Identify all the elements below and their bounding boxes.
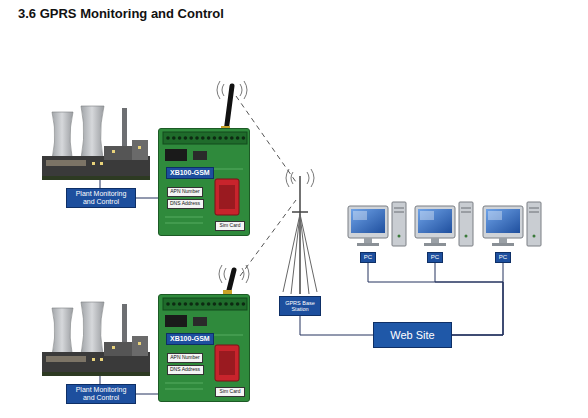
- terminal-pin: [201, 136, 205, 140]
- tower-mast: [299, 176, 301, 294]
- radio-waves: [217, 81, 247, 99]
- computer: [415, 202, 473, 246]
- computer: [483, 202, 541, 246]
- pc-label: PC: [360, 252, 376, 263]
- terminal-pin: [230, 302, 234, 306]
- terminal-pin: [236, 302, 240, 306]
- terminal-pin: [207, 136, 211, 140]
- chip: [193, 317, 207, 326]
- sim-slot: [219, 185, 235, 209]
- terminal-block: [163, 298, 247, 310]
- pc-label: PC: [495, 252, 511, 263]
- sim-slot: [219, 351, 235, 375]
- board-label: Sim Card: [215, 387, 245, 397]
- computer: [348, 202, 406, 246]
- node-text: XB100-GSM: [166, 167, 214, 179]
- terminal-pin: [224, 136, 228, 140]
- terminal-pin: [166, 136, 170, 140]
- terminal-pin: [172, 302, 176, 306]
- node-text: GPRS Base Station: [282, 300, 318, 312]
- terminal-pin: [224, 302, 228, 306]
- radio-waves: [286, 169, 314, 187]
- node-text: XB100-GSM: [166, 333, 214, 345]
- node-text: DNS Address: [170, 201, 200, 207]
- board-label: Sim Card: [215, 221, 245, 231]
- terminal-pin: [242, 302, 246, 306]
- terminal-pin: [184, 136, 188, 140]
- terminal-pin: [195, 136, 199, 140]
- terminal-pin: [184, 302, 188, 306]
- wire: [100, 376, 101, 384]
- power-plant: [42, 106, 150, 180]
- node-text: PC: [364, 254, 372, 261]
- terminal-pin: [166, 302, 170, 306]
- node-text: APN Number: [170, 189, 199, 195]
- terminal-pin: [213, 302, 217, 306]
- terminal-block: [163, 132, 247, 144]
- connector: [136, 198, 158, 199]
- antenna: [226, 86, 232, 132]
- terminal-pin: [236, 136, 240, 140]
- wire: [100, 180, 101, 188]
- terminal-pin: [189, 136, 193, 140]
- node-text: Sim Card: [220, 389, 241, 395]
- chip: [165, 315, 187, 327]
- connector: [300, 316, 373, 335]
- node-text: Sim Card: [220, 223, 241, 229]
- terminal-pin: [242, 136, 246, 140]
- diagram-title: 3.6 GPRS Monitoring and Control: [18, 6, 224, 21]
- terminal-pin: [201, 302, 205, 306]
- base-station-box: GPRS Base Station: [279, 296, 321, 316]
- terminal-pin: [213, 136, 217, 140]
- terminal-pin: [230, 136, 234, 140]
- board-label: APN Number: [167, 187, 203, 197]
- terminal-pin: [218, 302, 222, 306]
- chip: [165, 149, 187, 161]
- sim-holder: [215, 179, 239, 215]
- web-site-box: Web Site: [373, 322, 452, 348]
- plant-control-box: Plant Monitoring and Control: [66, 384, 136, 404]
- board-label: APN Number: [167, 353, 203, 363]
- gsm-board: XB100-GSM APN NumberDNS AddressSim Card: [158, 294, 250, 402]
- chip: [193, 151, 207, 160]
- terminal-pin: [195, 302, 199, 306]
- board-label: DNS Address: [167, 199, 204, 209]
- connector: [452, 263, 503, 336]
- node-text: DNS Address: [170, 367, 200, 373]
- node-text: PC: [499, 254, 507, 261]
- node-text: Web Site: [390, 329, 434, 341]
- radio-waves: [219, 265, 249, 283]
- terminal-pin: [178, 302, 182, 306]
- pc-label: PC: [427, 252, 443, 263]
- tower-radials: [283, 214, 317, 294]
- terminal-pin: [172, 136, 176, 140]
- terminal-pin: [189, 302, 193, 306]
- gsm-board: XB100-GSM APN NumberDNS AddressSim Card: [158, 128, 250, 236]
- terminal-pin: [218, 136, 222, 140]
- sim-holder: [215, 345, 239, 381]
- plant-control-box: Plant Monitoring and Control: [66, 188, 136, 208]
- terminal-pin: [178, 136, 182, 140]
- board-label: DNS Address: [167, 365, 204, 375]
- node-text: APN Number: [170, 355, 199, 361]
- node-text: Plant Monitoring and Control: [69, 190, 133, 205]
- node-text: Plant Monitoring and Control: [69, 386, 133, 401]
- tower-disc: [292, 211, 308, 213]
- node-text: PC: [431, 254, 439, 261]
- power-plant: [42, 302, 150, 376]
- connector: [136, 394, 158, 395]
- terminal-pin: [207, 302, 211, 306]
